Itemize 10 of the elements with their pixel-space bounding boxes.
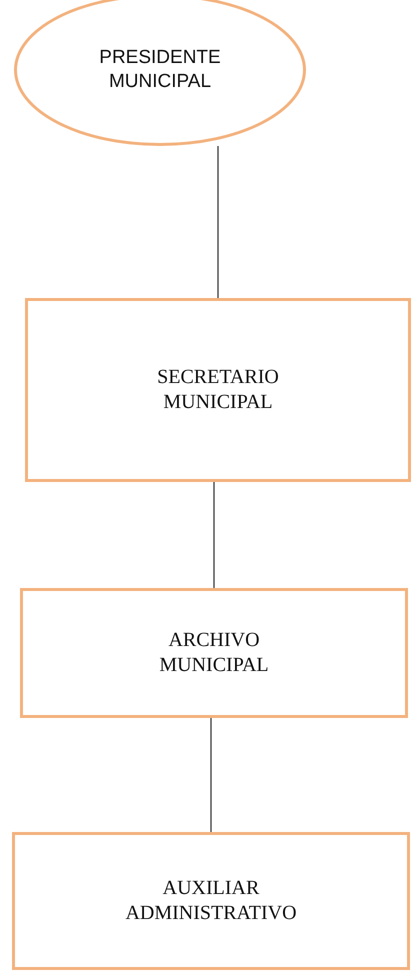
node-label: SECRETARIO MUNICIPAL bbox=[156, 365, 280, 415]
rectangle-node bbox=[25, 298, 411, 482]
node-label: ARCHIVO MUNICIPAL bbox=[158, 628, 270, 678]
node-label: PRESIDENTE MUNICIPAL bbox=[98, 46, 222, 94]
connector-line bbox=[213, 482, 215, 588]
node-label: AUXILIAR ADMINISTRATIVO bbox=[124, 876, 298, 926]
connector-line bbox=[217, 146, 219, 298]
connector-line bbox=[210, 718, 212, 832]
rectangle-node bbox=[12, 832, 410, 970]
rectangle-node bbox=[20, 588, 408, 718]
